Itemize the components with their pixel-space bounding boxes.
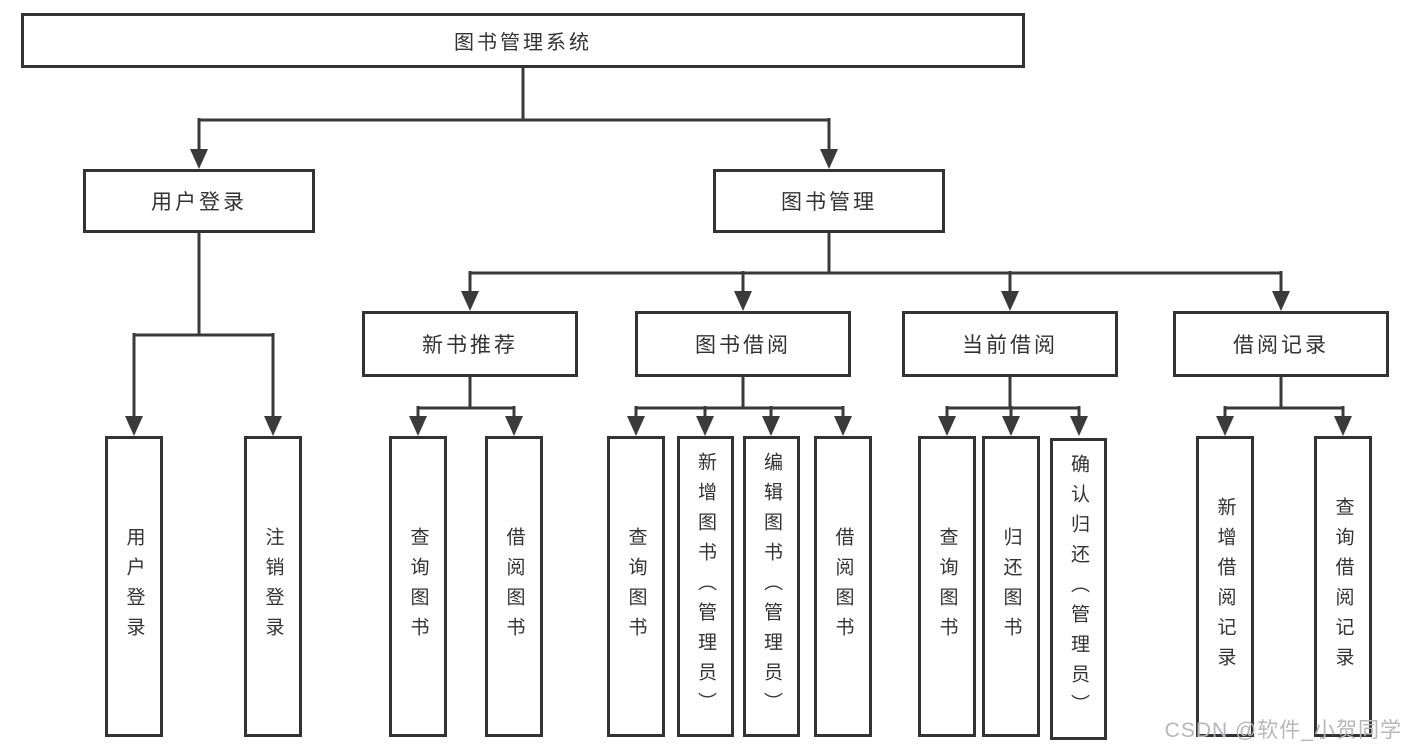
leaf-borrow-books-recommend: 借阅图书 — [485, 436, 543, 737]
node-label: 新书推荐 — [422, 334, 518, 357]
node-label: 当前借阅 — [962, 334, 1058, 357]
leaf-confirm-return-admin: 确认归还（管理员） — [1050, 438, 1107, 740]
leaf-label: 确认归还（管理员） — [1068, 454, 1089, 724]
node-label: 图书管理 — [781, 191, 877, 214]
leaf-return-books: 归还图书 — [982, 436, 1040, 737]
leaf-query-books-recommend: 查询图书 — [389, 436, 447, 737]
leaf-add-books-admin: 新增图书（管理员） — [677, 436, 734, 737]
leaf-add-borrow-record: 新增借阅记录 — [1196, 436, 1254, 737]
leaf-user-login: 用户登录 — [105, 436, 163, 737]
node-current-borrowing: 当前借阅 — [902, 311, 1118, 377]
node-label: 图书借阅 — [695, 334, 791, 357]
leaf-label: 归还图书 — [1000, 526, 1022, 647]
leaf-label: 用户登录 — [123, 526, 145, 647]
node-book-borrowing: 图书借阅 — [635, 311, 851, 377]
leaf-label: 注销登录 — [262, 526, 284, 647]
leaf-label: 新增图书（管理员） — [695, 451, 716, 722]
node-new-book-recommend: 新书推荐 — [362, 311, 578, 377]
node-label: 用户登录 — [151, 191, 247, 214]
node-label: 借阅记录 — [1233, 334, 1329, 357]
leaf-query-books-borrowing: 查询图书 — [607, 436, 665, 737]
node-borrowing-records: 借阅记录 — [1173, 311, 1389, 377]
leaf-query-borrow-record: 查询借阅记录 — [1314, 436, 1372, 737]
leaf-label: 借阅图书 — [832, 526, 854, 647]
leaf-label: 借阅图书 — [503, 526, 525, 647]
node-library-management-system: 图书管理系统 — [21, 13, 1025, 68]
leaf-label: 查询图书 — [407, 526, 429, 647]
leaf-edit-books-admin: 编辑图书（管理员） — [743, 436, 800, 737]
leaf-label: 新增借阅记录 — [1214, 496, 1236, 677]
csdn-watermark: CSDN @软件_小贺同学 — [1164, 719, 1402, 742]
leaf-logout: 注销登录 — [244, 436, 302, 737]
arrowheads — [125, 149, 1352, 436]
node-book-management: 图书管理 — [713, 169, 945, 233]
leaf-label: 编辑图书（管理员） — [761, 451, 782, 722]
leaf-label: 查询借阅记录 — [1332, 496, 1354, 677]
leaf-query-books-current: 查询图书 — [918, 436, 976, 737]
node-user-login: 用户登录 — [83, 169, 315, 233]
leaf-label: 查询图书 — [625, 526, 647, 647]
leaf-label: 查询图书 — [936, 526, 958, 647]
leaf-borrow-books-borrowing: 借阅图书 — [814, 436, 872, 737]
node-label: 图书管理系统 — [454, 32, 592, 54]
